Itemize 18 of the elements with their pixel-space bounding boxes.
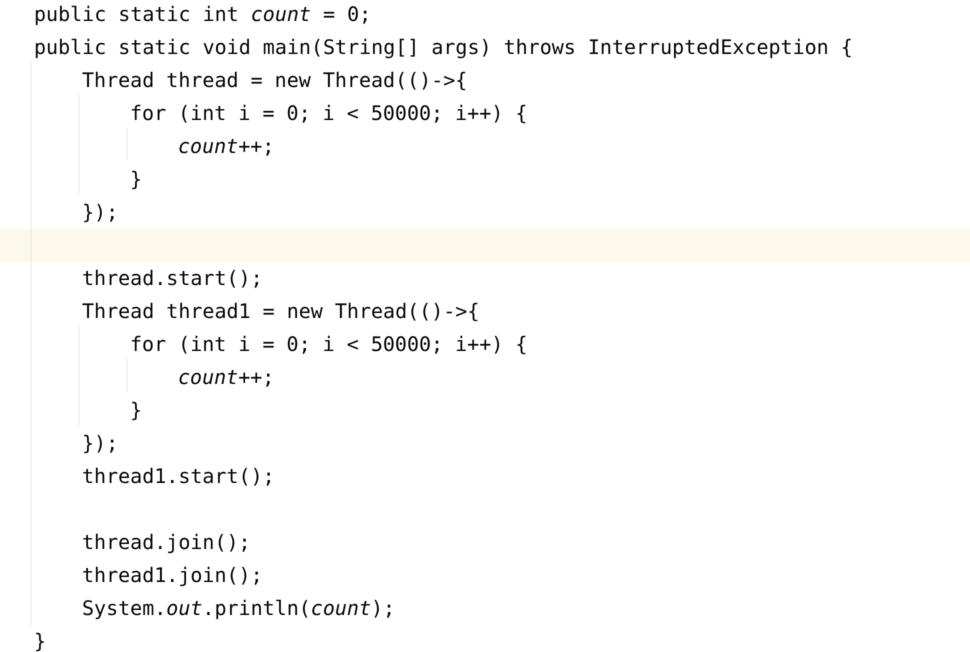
code-line: }); [82, 200, 118, 224]
code-line: } [34, 629, 46, 652]
code-line: thread.start(); [82, 266, 263, 290]
code-line: for (int i = 0; i < 50000; i++) { [130, 332, 528, 356]
code-line: thread1.join(); [82, 563, 263, 587]
code-line: thread.join(); [82, 530, 251, 554]
code-line: public static int count = 0; [34, 2, 372, 26]
code-line: System.out.println(count); [82, 596, 396, 620]
code-line: thread1.start(); [82, 464, 275, 488]
code-line: public static void main(String[] args) throws InterruptedException { [34, 35, 853, 59]
code-line: Thread thread1 = new Thread(()->{ [82, 299, 480, 323]
code-line: Thread thread = new Thread(()->{ [82, 68, 468, 92]
code-line: count++; [178, 134, 274, 158]
code-line: for (int i = 0; i < 50000; i++) { [130, 101, 528, 125]
code-line: count++; [178, 365, 274, 389]
code-line: }); [82, 431, 118, 455]
code-line: } [130, 398, 142, 422]
code-line: } [130, 167, 142, 191]
